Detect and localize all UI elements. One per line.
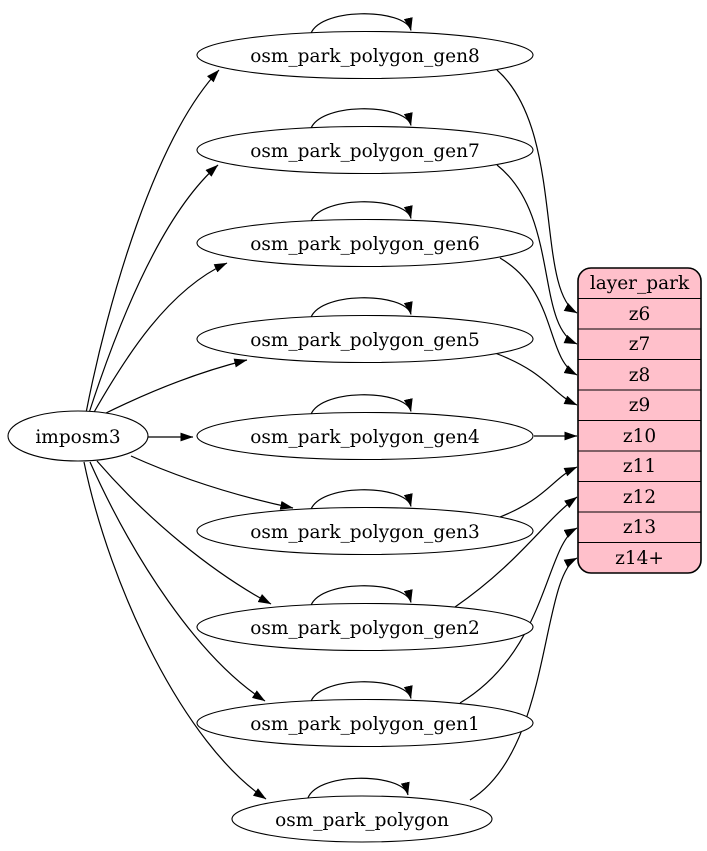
layer-park-row-z8: z8 [629, 365, 651, 386]
layer-park-header: layer_park [590, 273, 690, 294]
node-osm-park-polygon-gen6: osm_park_polygon_gen6 [196, 218, 534, 268]
osm-park-polygon-gen1-ellipse [196, 698, 534, 748]
edge-osm-park-polygon-gen2-to-z12 [454, 496, 578, 608]
layer-park-row-z7: z7 [629, 334, 651, 355]
imposm3-label: imposm3 [35, 427, 120, 448]
edge-imposm3-to-osm-park-polygon [83, 461, 267, 800]
osm-park-polygon-gen3-label: osm_park_polygon_gen3 [250, 522, 480, 543]
node-layer-park: layer_park z6 z7 z8 z9 z10 z11 z12 z13 z… [577, 267, 702, 574]
layer-park-row-z10: z10 [623, 426, 656, 447]
osm-park-polygon-gen3-ellipse [196, 506, 534, 556]
edge-osm-park-polygon-gen5-to-z9 [494, 352, 578, 406]
node-osm-park-polygon-gen8: osm_park_polygon_gen8 [196, 30, 534, 80]
edge-imposm3-to-osm-park-polygon-gen7 [88, 164, 219, 414]
self-loop-osm-park-polygon-gen2 [309, 585, 413, 609]
self-loop-osm-park-polygon-gen5 [309, 297, 413, 321]
osm-park-polygon-gen2-label: osm_park_polygon_gen2 [250, 618, 480, 639]
edge-osm-park-polygon-gen8-to-z6 [496, 69, 578, 314]
layer-park-row-z12: z12 [623, 487, 656, 508]
edge-osm-park-polygon-gen7-to-z7 [496, 164, 578, 345]
edge-imposm3-to-osm-park-polygon-gen8 [85, 69, 220, 414]
osm-park-polygon-gen7-label: osm_park_polygon_gen7 [250, 141, 480, 162]
node-osm-park-polygon-gen1: osm_park_polygon_gen1 [196, 698, 534, 748]
layer-park-row-z11: z11 [623, 456, 656, 477]
edges-to-layer-park [454, 69, 578, 801]
self-loop-osm-park-polygon-gen4 [309, 394, 413, 418]
edges-from-imposm3 [83, 69, 294, 800]
node-osm-park-polygon-gen3: osm_park_polygon_gen3 [196, 506, 534, 556]
self-loop-osm-park-polygon-gen1 [309, 681, 413, 705]
edge-imposm3-to-osm-park-polygon-gen1 [89, 461, 266, 702]
osm-park-polygon-gen8-ellipse [196, 30, 534, 80]
osm-park-polygon-label: osm_park_polygon [275, 810, 449, 831]
osm-park-polygon-gen2-ellipse [196, 602, 534, 652]
node-imposm3: imposm3 [7, 410, 149, 462]
self-loop-osm-park-polygon-gen8 [309, 13, 413, 37]
layer-park-row-z6: z6 [629, 304, 651, 325]
layer-park-row-z9: z9 [629, 395, 651, 416]
node-osm-park-polygon-gen4: osm_park_polygon_gen4 [196, 411, 534, 461]
node-osm-park-polygon-gen7: osm_park_polygon_gen7 [196, 125, 534, 175]
osm-park-polygon-gen1-label: osm_park_polygon_gen1 [250, 714, 480, 735]
edge-imposm3-to-osm-park-polygon-gen3 [130, 455, 294, 510]
edge-imposm3-to-osm-park-polygon-gen5 [99, 358, 248, 417]
edge-osm-park-polygon-gen6-to-z8 [499, 257, 578, 376]
edge-imposm3-to-osm-park-polygon-gen6 [92, 262, 228, 415]
edge-imposm3-to-osm-park-polygon-gen2 [96, 460, 272, 605]
edge-osm-park-polygon-to-z14 [469, 557, 578, 801]
layer-park-row-z14: z14+ [615, 548, 664, 569]
edge-osm-park-polygon-gen3-to-z11 [494, 466, 578, 520]
osm-park-polygon-gen6-ellipse [196, 218, 534, 268]
layer-park-row-z13: z13 [623, 517, 656, 538]
self-loop-osm-park-polygon-gen6 [309, 201, 413, 225]
osm-park-polygon-gen5-label: osm_park_polygon_gen5 [250, 330, 480, 351]
self-loop-edges [306, 13, 413, 802]
osm-park-polygon-gen8-label: osm_park_polygon_gen8 [250, 46, 480, 67]
osm-park-polygon-gen7-ellipse [196, 125, 534, 175]
node-osm-park-polygon-gen2: osm_park_polygon_gen2 [196, 602, 534, 652]
node-osm-park-polygon: osm_park_polygon [231, 795, 493, 843]
self-loop-osm-park-polygon-gen3 [309, 489, 413, 513]
imposm3-ellipse [7, 410, 149, 462]
self-loop-osm-park-polygon-gen7 [309, 108, 413, 132]
self-loop-osm-park-polygon [306, 777, 410, 802]
osm-park-polygon-gen6-label: osm_park_polygon_gen6 [250, 234, 480, 255]
node-osm-park-polygon-gen5: osm_park_polygon_gen5 [196, 314, 534, 364]
osm-park-polygon-gen4-label: osm_park_polygon_gen4 [250, 427, 480, 448]
osm-park-polygon-gen5-ellipse [196, 314, 534, 364]
osm-park-polygon-gen4-ellipse [196, 411, 534, 461]
edge-osm-park-polygon-gen1-to-z13 [459, 527, 578, 704]
osm-park-polygon-ellipse [231, 795, 493, 843]
